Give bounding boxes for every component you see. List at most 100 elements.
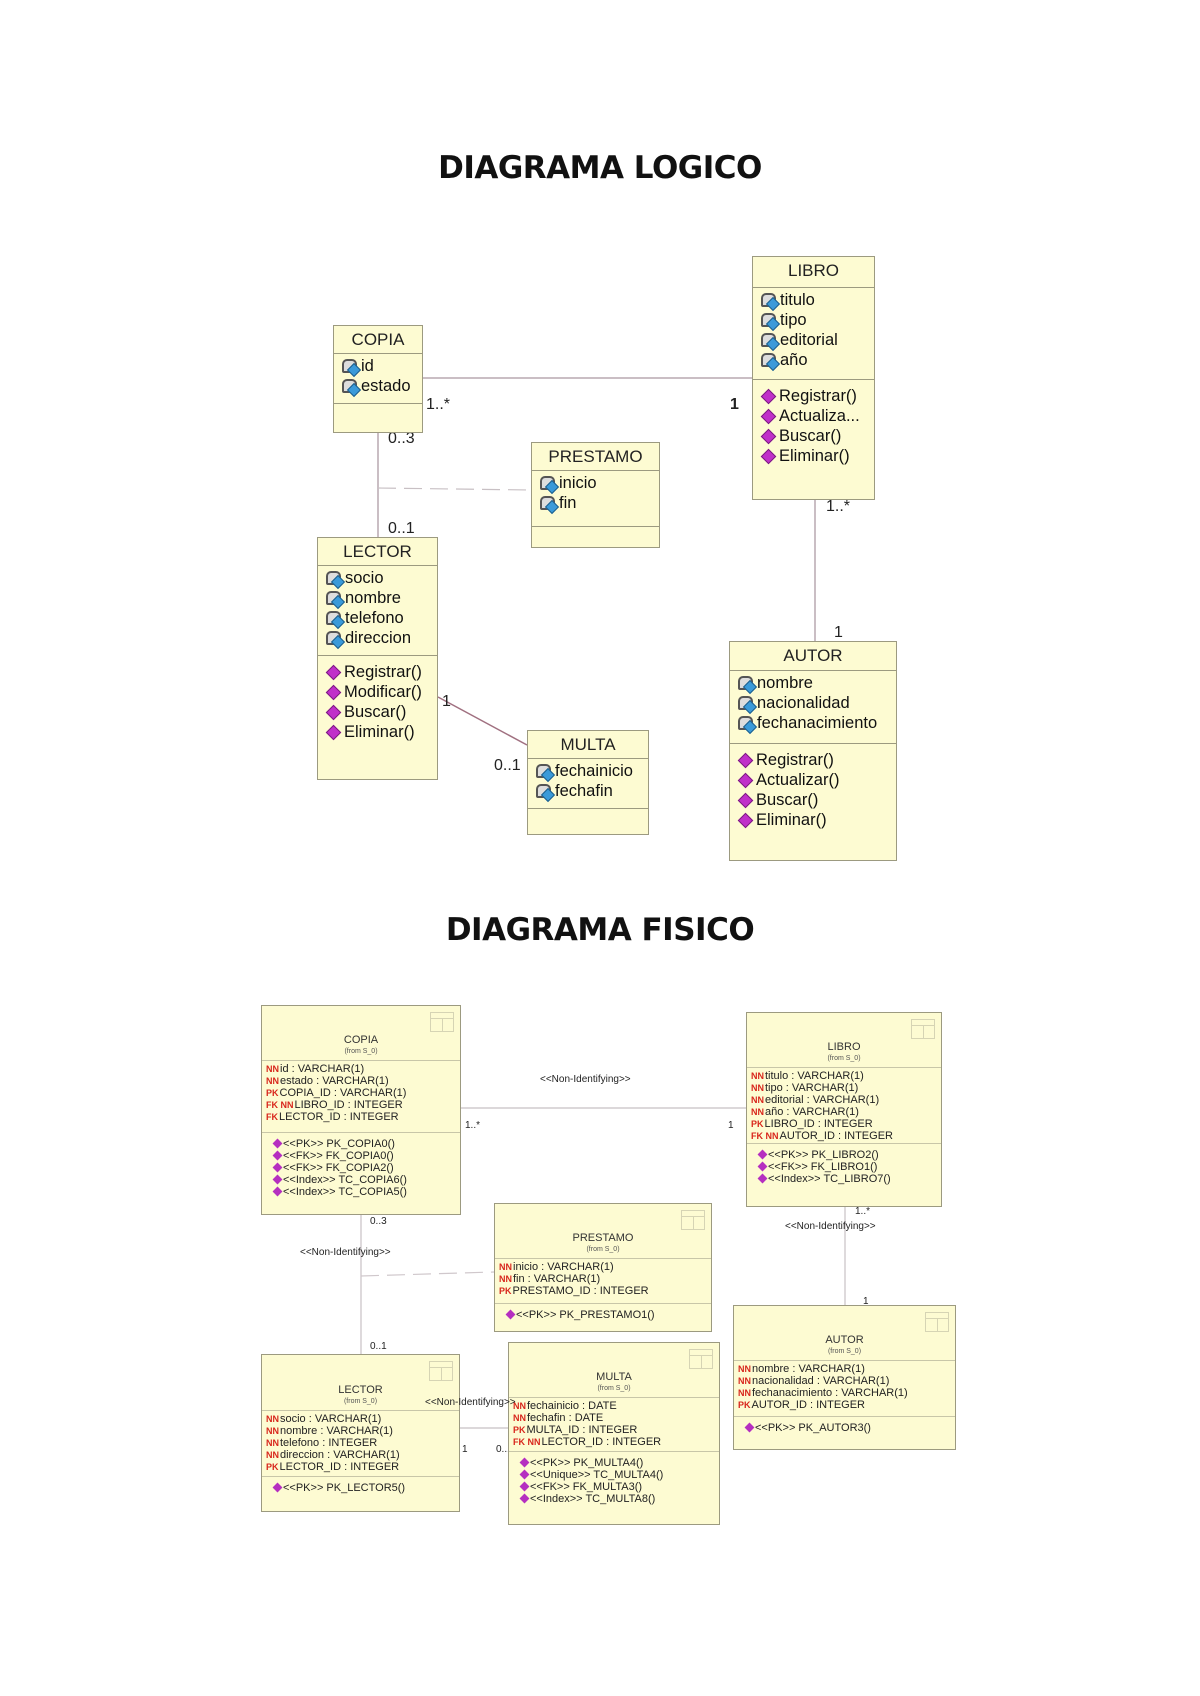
columns-section: NNtitulo : VARCHAR(1)NNtipo : VARCHAR(1)… [747, 1068, 941, 1144]
mult-label: 0..1 [494, 757, 521, 774]
column-definition: AUTOR_ID : INTEGER [751, 1399, 865, 1411]
table-package: (from S_0) [597, 1385, 631, 1392]
key-prefix: FK NN [513, 1437, 541, 1447]
method: Registrar() [759, 386, 874, 406]
entity-name: MULTA [528, 731, 648, 759]
attribute-name: tipo [780, 311, 807, 329]
operation-icon [757, 1173, 768, 1184]
column: NNnombre : VARCHAR(1) [738, 1363, 955, 1375]
operation: <<FK>> FK_MULTA3() [513, 1481, 719, 1493]
method-name: Registrar() [756, 751, 834, 769]
column-definition: AUTOR_ID : INTEGER [779, 1130, 893, 1142]
key-prefix: NN [738, 1388, 751, 1398]
operation: <<PK>> PK_AUTOR3() [738, 1422, 955, 1434]
method-name: Eliminar() [756, 811, 827, 829]
attribute-name: fechanacimiento [757, 714, 878, 732]
attribute-key-icon [324, 589, 344, 607]
attribute-key-icon [538, 494, 558, 512]
column-definition: LIBRO_ID : INTEGER [764, 1118, 873, 1130]
table-autor[interactable]: AUTOR(from S_0)NNnombre : VARCHAR(1)NNna… [733, 1305, 956, 1450]
column-definition: inicio : VARCHAR(1) [513, 1261, 614, 1273]
attribute-key-icon [534, 782, 554, 800]
attribute-key-icon [538, 474, 558, 492]
operations-section: <<PK>> PK_COPIA0()<<FK>> FK_COPIA0()<<FK… [262, 1133, 460, 1198]
attribute: fin [538, 493, 659, 513]
key-prefix: PK [513, 1425, 526, 1435]
operation-icon [272, 1150, 283, 1161]
operation: <<FK>> FK_COPIA2() [266, 1162, 460, 1174]
table-name: LECTOR [338, 1384, 383, 1396]
table-package: (from S_0) [344, 1048, 378, 1055]
operation-name: <<PK>> PK_MULTA4() [530, 1457, 644, 1469]
table-libro[interactable]: LIBRO (from S_0) NNtitulo : VARCHAR(1)NNti… [746, 1012, 942, 1207]
key-prefix: FK [266, 1112, 278, 1122]
key-prefix: NN [513, 1413, 526, 1423]
method-name: Eliminar() [344, 723, 415, 741]
attribute-key-icon [324, 569, 344, 587]
column: NNinicio : VARCHAR(1) [499, 1261, 711, 1273]
column-definition: editorial : VARCHAR(1) [765, 1094, 880, 1106]
column-definition: titulo : VARCHAR(1) [765, 1070, 864, 1082]
attribute-name: nombre [345, 589, 401, 607]
attribute-key-icon [340, 377, 360, 395]
operation: <<PK>> PK_PRESTAMO1() [499, 1309, 711, 1321]
method-icon [325, 684, 342, 700]
mult-label: 0..1 [496, 1444, 513, 1455]
table-name: AUTOR [825, 1334, 864, 1346]
method: Eliminar() [324, 722, 437, 742]
column: PKAUTOR_ID : INTEGER [738, 1399, 955, 1411]
operation-name: <<Unique>> TC_MULTA4() [530, 1469, 664, 1481]
method-name: Registrar() [344, 663, 422, 681]
operation-name: <<PK>> PK_LECTOR5() [283, 1482, 406, 1494]
key-prefix: NN [751, 1083, 764, 1093]
attribute: inicio [538, 473, 659, 493]
attribute-name: telefono [345, 609, 404, 627]
attribute-key-icon [736, 674, 756, 692]
operation: <<PK>> PK_LECTOR5() [266, 1482, 459, 1494]
column-definition: LIBRO_ID : INTEGER [294, 1099, 403, 1111]
operations-section: <<PK>> PK_AUTOR3() [734, 1417, 955, 1434]
column-definition: nacionalidad : VARCHAR(1) [752, 1375, 890, 1387]
mult-label: 0..1 [388, 520, 415, 537]
table-icon [689, 1349, 713, 1369]
key-prefix: PK [738, 1400, 751, 1410]
method: Buscar() [324, 702, 437, 722]
method-icon [760, 448, 777, 464]
operation-icon [519, 1457, 530, 1468]
column: PKLIBRO_ID : INTEGER [751, 1118, 941, 1130]
column-definition: PRESTAMO_ID : INTEGER [512, 1285, 649, 1297]
table-package: (from S_0) [827, 1055, 861, 1062]
table-name: COPIA [343, 1034, 379, 1046]
table-copia[interactable]: COPIA(from S_0)NNid : VARCHAR(1)NNestado… [261, 1005, 461, 1215]
table-name: LIBRO [827, 1041, 861, 1053]
mult-label: 0..1 [370, 1341, 387, 1352]
column: NNdireccion : VARCHAR(1) [266, 1449, 459, 1461]
table-lector[interactable]: LECTOR(from S_0)NNsocio : VARCHAR(1)NNno… [261, 1354, 460, 1512]
operation-icon [272, 1174, 283, 1185]
operations-section: <<PK>> PK_LECTOR5() [262, 1477, 459, 1494]
column-definition: nombre : VARCHAR(1) [752, 1363, 865, 1375]
operation-name: <<Index>> TC_MULTA8() [530, 1493, 656, 1505]
column: NNfin : VARCHAR(1) [499, 1273, 711, 1285]
column-definition: direccion : VARCHAR(1) [280, 1449, 400, 1461]
column: FKLECTOR_ID : INTEGER [266, 1111, 460, 1123]
key-prefix: NN [266, 1438, 279, 1448]
stereotype-label: <<Non-Identifying>> [540, 1074, 631, 1085]
table-prestamo[interactable]: PRESTAMO(from S_0)NNinicio : VARCHAR(1)N… [494, 1203, 712, 1332]
attribute: socio [324, 568, 437, 588]
method: Buscar() [759, 426, 874, 446]
key-prefix: FK NN [751, 1131, 779, 1141]
operation-name: <<Index>> TC_COPIA6() [283, 1174, 407, 1186]
attribute: editorial [759, 330, 874, 350]
method-name: Actualizar() [756, 771, 840, 789]
operation-icon [505, 1309, 516, 1320]
operation-icon [272, 1186, 283, 1197]
